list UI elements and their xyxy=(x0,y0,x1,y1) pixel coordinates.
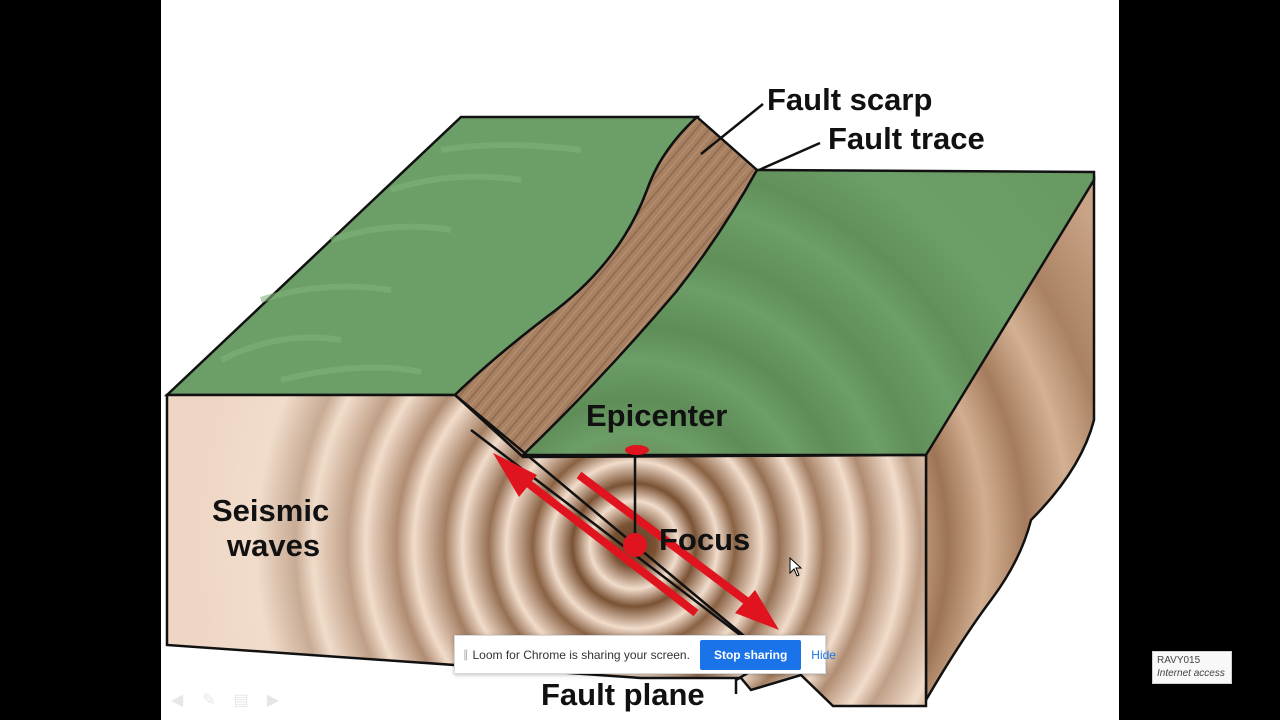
epicenter-label: Epicenter xyxy=(586,398,728,433)
back-arrow-icon[interactable]: ◀ xyxy=(170,692,184,709)
seismic-waves-label-line1: Seismic xyxy=(212,493,330,528)
menu-icon[interactable]: ▤ xyxy=(233,692,249,709)
drag-handle-icon[interactable]: ∥ xyxy=(463,649,469,661)
arrow-down-head xyxy=(735,590,779,630)
fault-block-diagram xyxy=(163,103,1096,708)
network-name: RAVY015 xyxy=(1157,655,1201,666)
hide-button[interactable]: Hide xyxy=(811,647,836,662)
network-status: Internet access xyxy=(1157,668,1225,679)
mouse-cursor-icon xyxy=(789,557,803,577)
stop-sharing-button[interactable]: Stop sharing xyxy=(699,639,802,670)
right-block-side xyxy=(924,175,1096,705)
forward-arrow-icon[interactable]: ▶ xyxy=(266,692,280,709)
seismic-waves-label-line2: waves xyxy=(227,528,321,563)
loom-sharing-bar: ∥ Loom for Chrome is sharing your screen… xyxy=(454,635,836,674)
focus-marker xyxy=(623,533,647,557)
slide-nav-toolbar: ◀ ✎ ▤ ▶ xyxy=(167,692,283,710)
pen-icon[interactable]: ✎ xyxy=(202,692,216,709)
network-status-popup: RAVY015 Internet access xyxy=(1152,651,1232,684)
loom-sharing-message: Loom for Chrome is sharing your screen. xyxy=(472,647,690,662)
fault-trace-label: Fault trace xyxy=(828,121,985,156)
fault-scarp-label: Fault scarp xyxy=(767,82,933,117)
fault-plane-label: Fault plane xyxy=(541,677,705,712)
arrow-up-head xyxy=(493,453,537,497)
focus-label: Focus xyxy=(659,522,751,557)
epicenter-marker xyxy=(625,445,649,455)
fault-plane-line-1 xyxy=(454,394,750,641)
slide: Fault scarp Fault trace Epicenter Focus … xyxy=(161,0,1119,720)
